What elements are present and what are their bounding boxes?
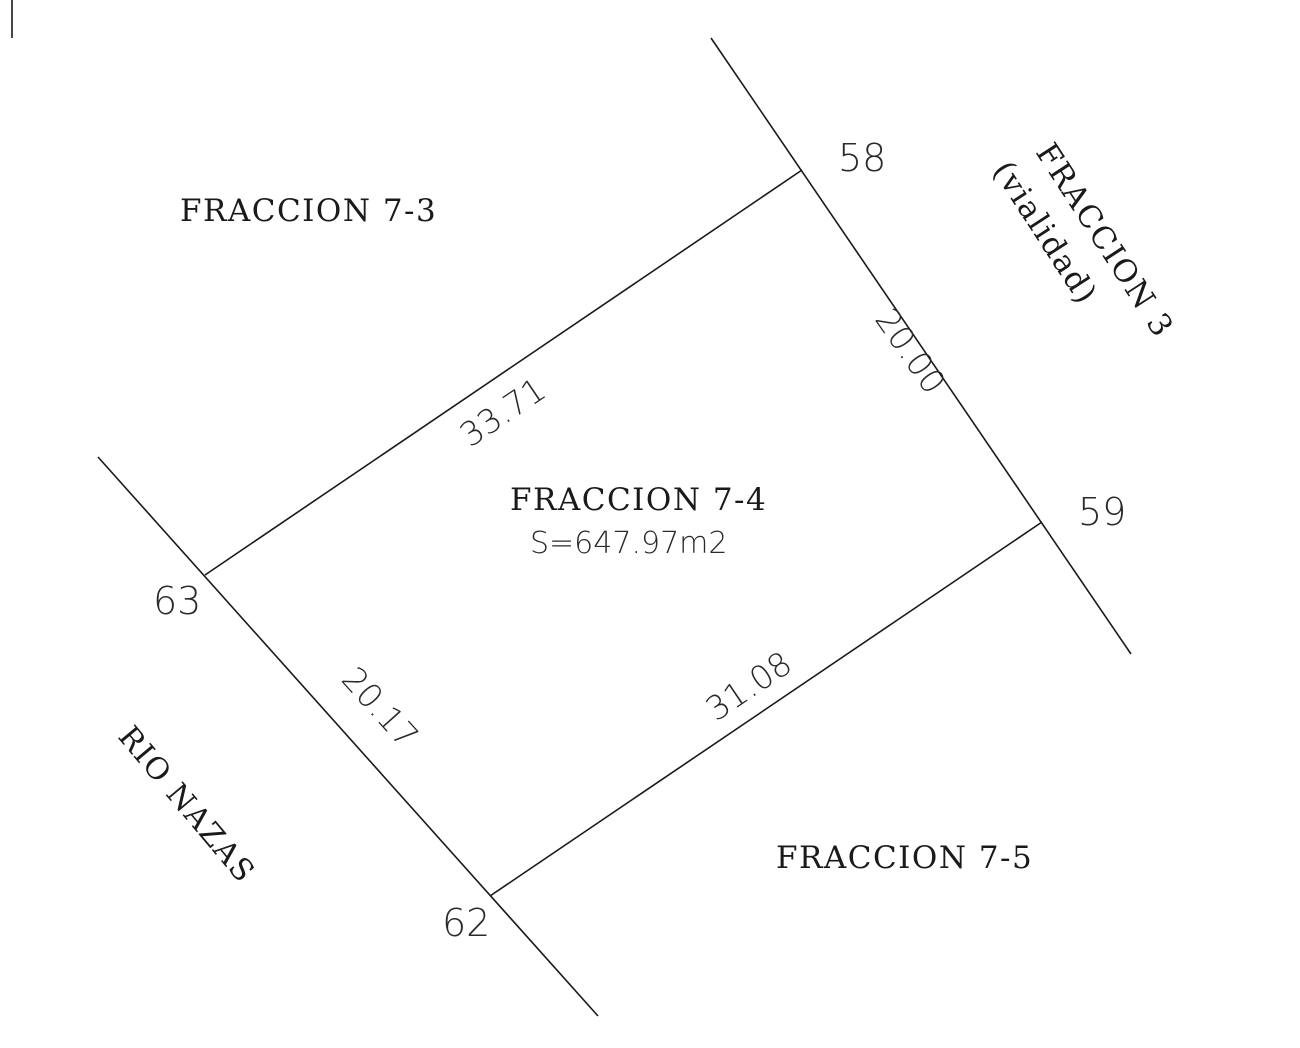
- parcel-main-label: FRACCION 7-4: [510, 482, 767, 518]
- dimension-bottom-label: 31.08: [699, 643, 799, 728]
- parcel-north-label: FRACCION 7-3: [180, 193, 437, 229]
- west-boundary-line: [97, 456, 599, 1017]
- vertex-58-label: 58: [838, 136, 886, 180]
- south-edge-line: [489, 521, 1043, 897]
- parcel-area-label: S=647.97m2: [530, 526, 727, 561]
- dimension-right-label: 20.00: [867, 301, 953, 401]
- vertex-63-label: 63: [153, 579, 201, 623]
- north-edge-line: [204, 169, 803, 576]
- vertex-59-label: 59: [1078, 490, 1126, 534]
- east-boundary-line: [710, 37, 1132, 655]
- dimension-top-label: 33.71: [453, 369, 553, 454]
- river-label: RIO NAZAS: [111, 720, 262, 890]
- dimension-left-label: 20.17: [334, 659, 426, 755]
- parcel-south-label: FRACCION 7-5: [776, 840, 1033, 876]
- vertex-62-label: 62: [442, 901, 490, 945]
